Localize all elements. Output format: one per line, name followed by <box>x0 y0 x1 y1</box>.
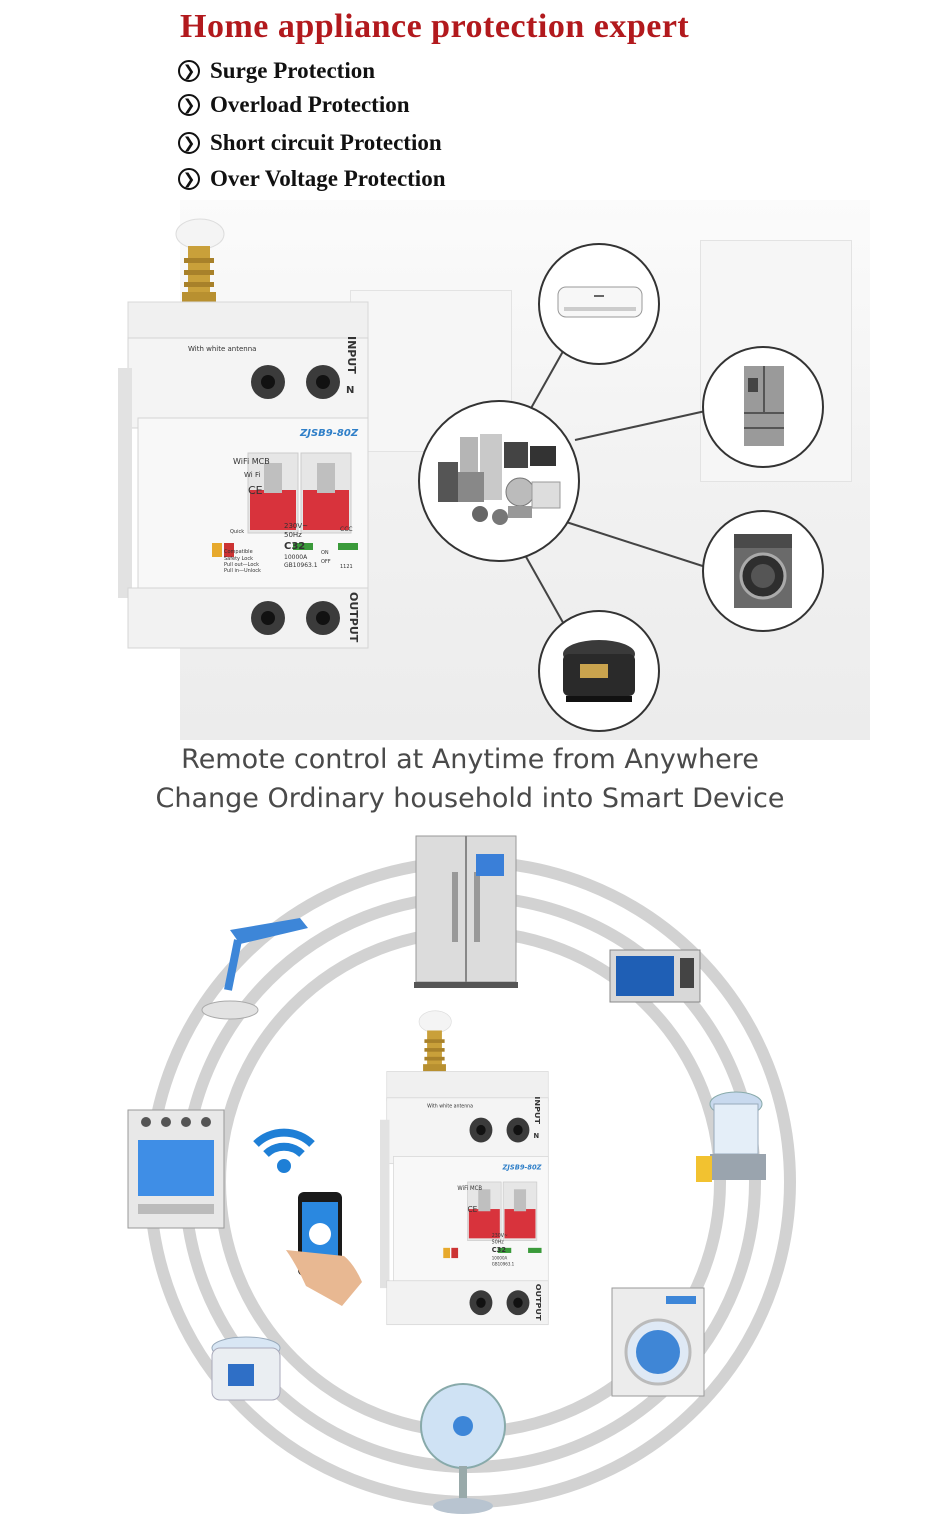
model-label: ZJSB9-80Z <box>502 1162 543 1171</box>
pull-out-lock-label: Pull out—Lock <box>224 562 259 568</box>
chevron-right-icon: ❯ <box>178 94 200 116</box>
standard-label: GB10963.1 <box>492 1261 515 1266</box>
slogan-line-1: Remote control at Anytime from Anywhere <box>181 744 759 775</box>
feature-item: ❯Surge Protection <box>178 58 375 84</box>
quick-label: Quick <box>230 529 244 535</box>
ccc-mark: CCC <box>340 526 353 533</box>
n-label: N <box>346 385 354 396</box>
refrigerator-icon <box>414 835 518 988</box>
wifi-breaker-top: With white antenna INPUT N ZJSB9-80Z WiF… <box>118 218 378 658</box>
breaking-capacity-label: 10000A <box>284 554 308 561</box>
rice-cooker-icon <box>538 610 660 732</box>
on-label: ON <box>321 550 329 556</box>
wifi-breaker-center: With white antenna INPUT N ZJSB9-80Z WiF… <box>380 1010 555 1332</box>
safety-lock-label: Safety Lock <box>224 556 253 562</box>
standard-label: GB10963.1 <box>284 562 318 569</box>
output-label: OUTPUT <box>534 1284 543 1321</box>
wifi-signal-icon <box>253 1128 315 1173</box>
code-label: 1121 <box>340 564 353 570</box>
wifi-label: WiFi MCB <box>233 457 270 466</box>
feature-item: ❯Overload Protection <box>178 92 410 118</box>
off-label: OFF <box>321 559 331 565</box>
chevron-right-icon: ❯ <box>178 168 200 190</box>
washing-machine-icon <box>611 1287 705 1397</box>
wifi-label: WiFi MCB <box>457 1186 482 1192</box>
rating-label: C32 <box>284 541 305 552</box>
input-label: INPUT <box>345 336 358 374</box>
oven-icon <box>127 1109 225 1229</box>
frequency-label: 50Hz <box>284 531 302 539</box>
microwave-icon <box>609 949 701 1003</box>
ce-mark: CE <box>248 484 263 497</box>
voltage-label: 230V~ <box>492 1233 508 1239</box>
home-appliances-group-icon <box>418 400 580 562</box>
electric-fan-icon <box>420 1383 506 1514</box>
breaking-capacity-label: 10000A <box>492 1255 508 1260</box>
cooking-pot-icon <box>211 1336 281 1401</box>
compatible-label: Compatible <box>224 549 253 555</box>
chevron-right-icon: ❯ <box>178 60 200 82</box>
juicer-icon <box>696 1091 766 1182</box>
voltage-label: 230V~ <box>284 522 308 530</box>
antenna-note: With white antenna <box>427 1103 473 1109</box>
washing-machine-icon <box>702 510 824 632</box>
pull-in-unlock-label: Pull in—Unlock <box>224 568 261 574</box>
output-label: OUTPUT <box>347 592 360 643</box>
frequency-label: 50Hz <box>492 1239 504 1245</box>
wifi-badge: Wi Fi <box>244 471 260 479</box>
model-label: ZJSB9-80Z <box>299 428 359 439</box>
air-conditioner-icon <box>538 243 660 365</box>
page-title: Home appliance protection expert <box>180 8 690 45</box>
desk-lamp-icon <box>201 918 308 1020</box>
slogan-line-2: Change Ordinary household into Smart Dev… <box>155 783 785 814</box>
ce-mark: CE <box>468 1205 478 1214</box>
n-label: N <box>533 1131 539 1140</box>
refrigerator-icon <box>702 346 824 468</box>
antenna-note: With white antenna <box>188 345 256 353</box>
smartphone-hand-icon <box>286 1192 362 1306</box>
rating-label: C32 <box>492 1245 506 1254</box>
chevron-right-icon: ❯ <box>178 132 200 154</box>
feature-item: ❯Short circuit Protection <box>178 130 442 156</box>
feature-item: ❯Over Voltage Protection <box>178 166 446 192</box>
input-label: INPUT <box>533 1096 542 1124</box>
